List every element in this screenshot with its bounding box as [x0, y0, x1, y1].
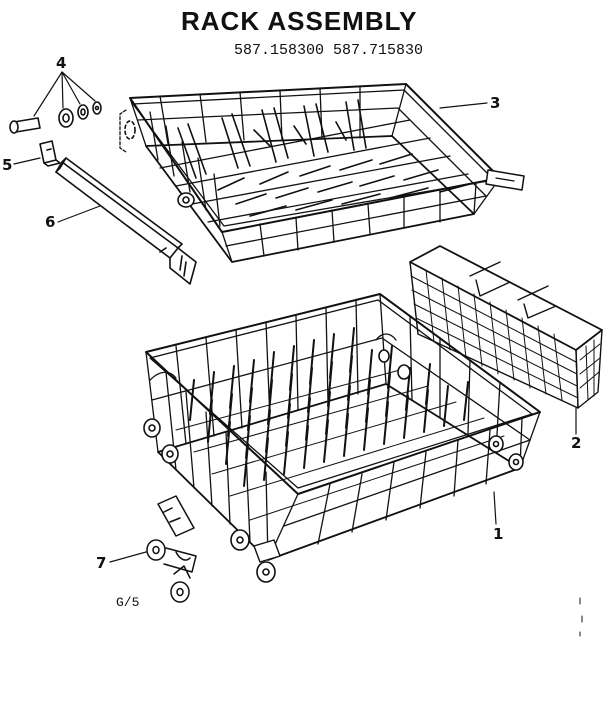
basket-grid	[410, 269, 601, 401]
callout-3-leader	[439, 102, 488, 109]
upper-rack-shelf-wires	[159, 119, 469, 223]
lower-rack-right-posts	[317, 411, 541, 545]
callout-6: 6	[45, 213, 56, 231]
diagram-title: RACK ASSEMBLY	[181, 6, 418, 36]
callout-6-leader	[57, 205, 101, 223]
upper-rack-rollers	[124, 120, 195, 208]
lower-rack-floor-wires	[175, 369, 505, 521]
lower-rack-rollers	[143, 349, 524, 583]
upper-rack-right-posts	[259, 177, 501, 257]
callout-5-leader	[13, 157, 41, 165]
callout-1-leader	[493, 491, 497, 525]
rack-stop	[39, 140, 61, 167]
callout-7: 7	[96, 554, 107, 572]
callout-5: 5	[2, 156, 13, 174]
footer-code: G/5	[116, 595, 140, 610]
callout-4-leaders	[33, 71, 96, 117]
callout-2: 2	[571, 434, 582, 452]
lower-rack-roller	[146, 495, 197, 603]
rack-track	[55, 157, 197, 285]
scan-edge-marks	[579, 597, 583, 637]
lower-dish-rack	[143, 293, 541, 583]
callout-4: 4	[56, 54, 67, 72]
upper-rack-back-posts	[159, 83, 407, 145]
silverware-basket	[409, 245, 603, 409]
model-numbers: 587.158300 587.715830	[234, 42, 424, 59]
callout-7-leader	[109, 551, 147, 563]
upper-dish-rack	[119, 83, 525, 263]
upper-rack-tines	[177, 99, 471, 217]
lower-rack-tines	[189, 327, 469, 487]
callout-1: 1	[493, 525, 504, 543]
roller-stud-hardware	[9, 101, 102, 134]
callout-3: 3	[490, 94, 501, 112]
basket-dividers	[469, 261, 557, 319]
